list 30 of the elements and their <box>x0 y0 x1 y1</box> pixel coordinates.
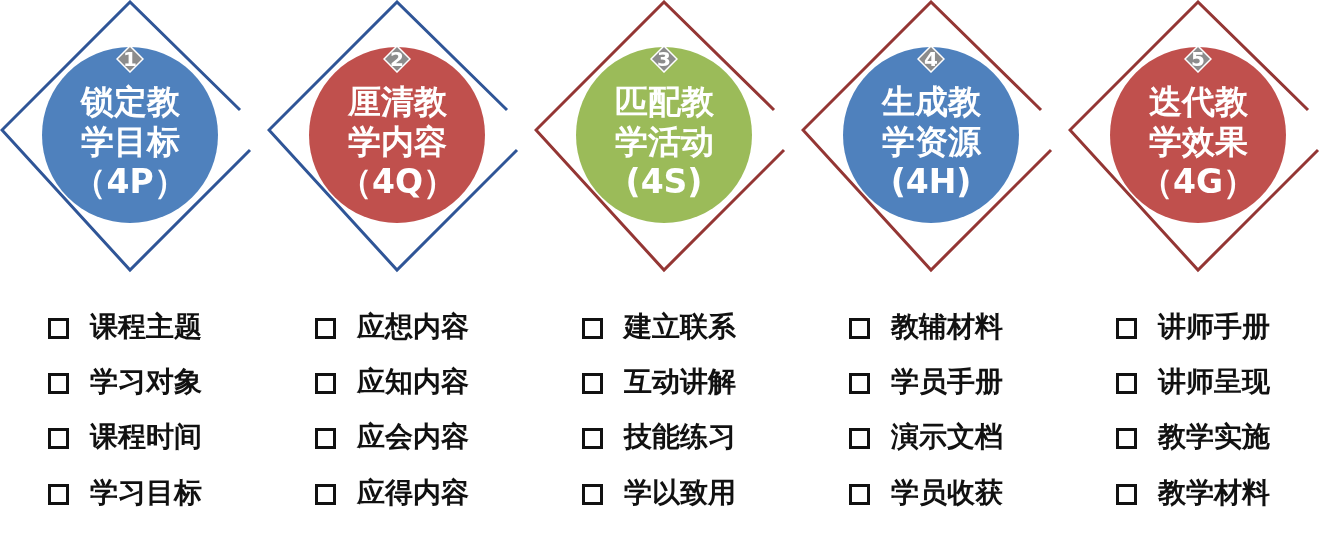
list-item: 建立联系 <box>624 310 736 344</box>
list-item: 应想内容 <box>357 310 469 344</box>
list-item: 学员收获 <box>891 476 1003 510</box>
step-number: 1 <box>116 45 144 73</box>
list-item: 应知内容 <box>357 365 469 399</box>
list-item: 学习对象 <box>90 365 202 399</box>
step-title: 锁定教学目标（4P） <box>72 82 188 202</box>
list-item: 应得内容 <box>357 476 469 510</box>
list-item: 演示文档 <box>891 420 1003 454</box>
step-number: 4 <box>917 45 945 73</box>
list-item: 课程时间 <box>90 420 202 454</box>
list-item: 教学实施 <box>1158 420 1270 454</box>
list-item: 学以致用 <box>624 476 736 510</box>
list-item: 讲师呈现 <box>1158 365 1270 399</box>
list-item: 课程主题 <box>90 310 202 344</box>
list-item: 教学材料 <box>1158 476 1270 510</box>
step-title: 迭代教学效果（4G） <box>1140 82 1256 202</box>
step-title: 厘清教学内容（4Q） <box>339 82 455 202</box>
list-item: 学习目标 <box>90 476 202 510</box>
list-item: 教辅材料 <box>891 310 1003 344</box>
list-item: 讲师手册 <box>1158 310 1270 344</box>
list-item: 互动讲解 <box>624 365 736 399</box>
list-item: 应会内容 <box>357 420 469 454</box>
step-title: 匹配教学活动(4S) <box>613 82 715 202</box>
step-number: 5 <box>1184 45 1212 73</box>
step-number: 3 <box>650 45 678 73</box>
step-number: 2 <box>383 45 411 73</box>
step-title: 生成教学资源(4H) <box>880 82 982 202</box>
list-item: 技能练习 <box>624 420 736 454</box>
list-item: 学员手册 <box>891 365 1003 399</box>
